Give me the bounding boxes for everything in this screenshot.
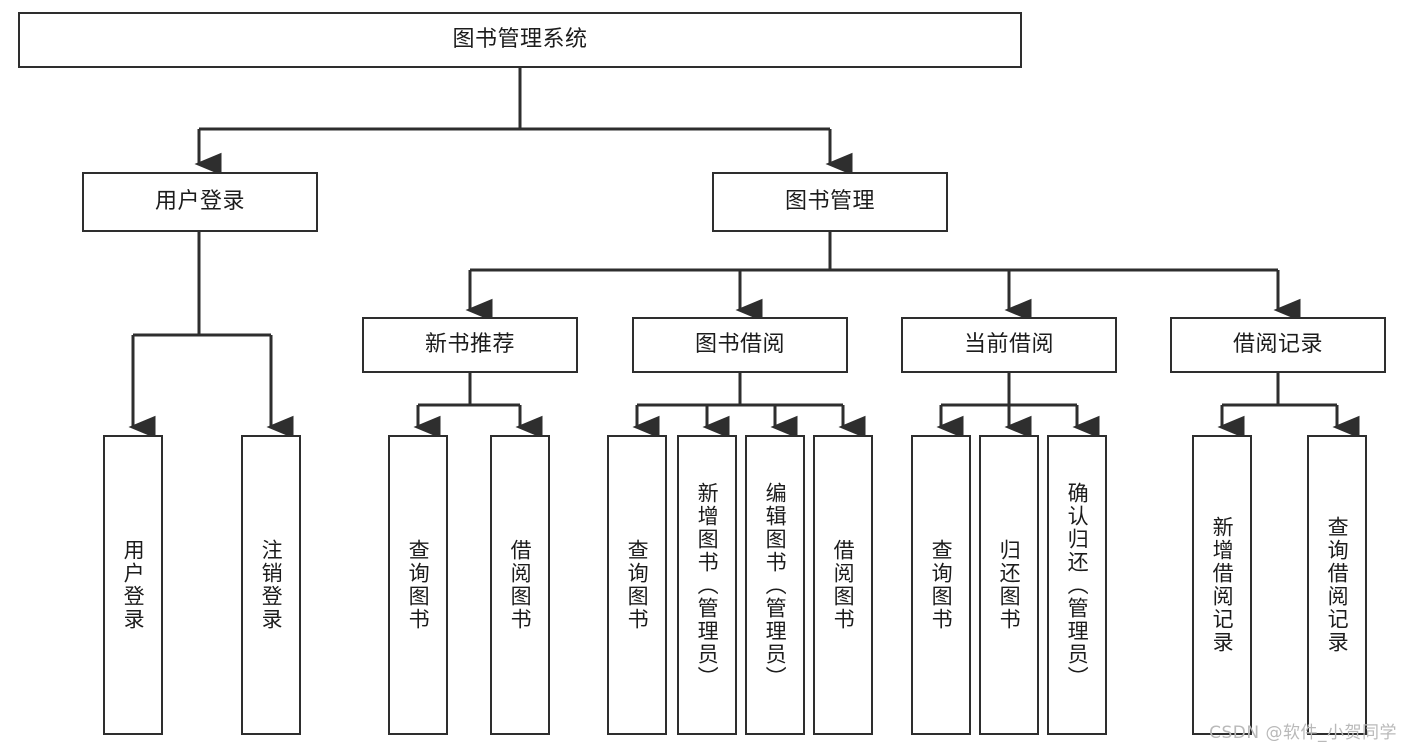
leaf-query-book-1-label: 查询图书 [406,539,431,631]
leaf-confirm-return[interactable]: 确认归还（管理员） [1047,435,1107,735]
leaf-query-book-2[interactable]: 查询图书 [607,435,667,735]
node-book-borrow-label: 图书借阅 [694,331,785,357]
leaf-confirm-return-label: 确认归还（管理员） [1065,481,1090,689]
leaf-user-login-label: 用户登录 [121,539,146,631]
node-book-management[interactable]: 图书管理 [712,172,948,232]
leaf-query-book-2-label: 查询图书 [625,539,650,631]
leaf-borrow-book-2-label: 借阅图书 [831,539,856,631]
node-book-management-label: 图书管理 [784,188,875,214]
node-borrow-record[interactable]: 借阅记录 [1170,317,1386,373]
leaf-logout-label: 注销登录 [259,539,284,631]
leaf-user-login[interactable]: 用户登录 [103,435,163,735]
leaf-query-book-3-label: 查询图书 [929,539,954,631]
leaf-add-book-label: 新增图书（管理员） [695,481,720,689]
leaf-logout[interactable]: 注销登录 [241,435,301,735]
node-book-borrow[interactable]: 图书借阅 [632,317,848,373]
leaf-query-record-label: 查询借阅记录 [1325,516,1350,654]
node-new-book-recommend[interactable]: 新书推荐 [362,317,578,373]
node-current-borrow[interactable]: 当前借阅 [901,317,1117,373]
node-user-login[interactable]: 用户登录 [82,172,318,232]
node-borrow-record-label: 借阅记录 [1232,331,1323,357]
leaf-return-book[interactable]: 归还图书 [979,435,1039,735]
leaf-add-record-label: 新增借阅记录 [1210,516,1235,654]
leaf-add-book[interactable]: 新增图书（管理员） [677,435,737,735]
leaf-query-book-3[interactable]: 查询图书 [911,435,971,735]
leaf-edit-book[interactable]: 编辑图书（管理员） [745,435,805,735]
leaf-borrow-book-1-label: 借阅图书 [508,539,533,631]
leaf-edit-book-label: 编辑图书（管理员） [763,481,788,689]
leaf-return-book-label: 归还图书 [997,539,1022,631]
node-current-borrow-label: 当前借阅 [963,331,1054,357]
leaf-add-record[interactable]: 新增借阅记录 [1192,435,1252,735]
node-root[interactable]: 图书管理系统 [18,12,1022,68]
node-root-label: 图书管理系统 [452,26,588,52]
node-user-login-label: 用户登录 [154,188,245,214]
leaf-borrow-book-2[interactable]: 借阅图书 [813,435,873,735]
leaf-query-book-1[interactable]: 查询图书 [388,435,448,735]
leaf-query-record[interactable]: 查询借阅记录 [1307,435,1367,735]
node-new-book-recommend-label: 新书推荐 [424,331,515,357]
watermark: CSDN @软件_小贺同学 [1209,723,1397,743]
leaf-borrow-book-1[interactable]: 借阅图书 [490,435,550,735]
